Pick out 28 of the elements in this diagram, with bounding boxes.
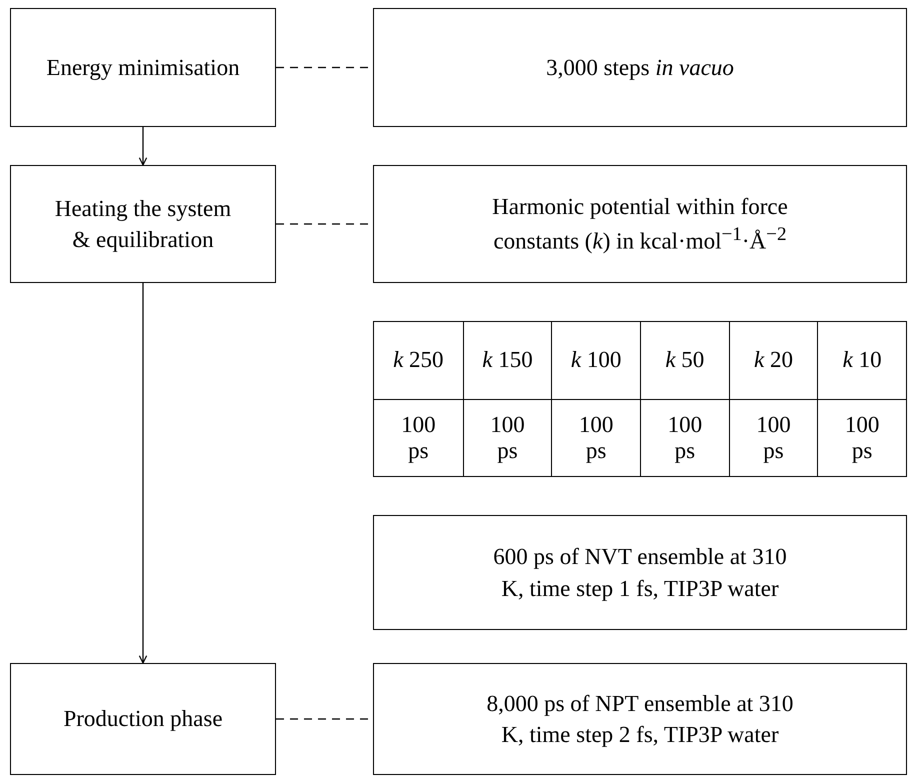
table-cell-text: 100 ps bbox=[578, 412, 614, 464]
table-cell-text: k 100 bbox=[570, 347, 622, 374]
table-cell-text: k 50 bbox=[664, 347, 706, 374]
process-box bbox=[10, 165, 276, 283]
box-text: Energy minimisation bbox=[46, 54, 240, 82]
process-box bbox=[373, 515, 907, 630]
process-box bbox=[373, 663, 907, 775]
table-cell-text: k 250 bbox=[392, 347, 445, 374]
box-text: 3,000 steps in vacuo bbox=[546, 54, 734, 82]
table-cell-text: 100 ps bbox=[400, 412, 437, 464]
table-cell-text: k 20 bbox=[753, 347, 794, 374]
box-text: 600 ps of NVT ensemble at 310 K, time step 1 fs, TIP3P water bbox=[492, 543, 788, 603]
box-text: Heating the system & equilibration bbox=[54, 194, 232, 254]
process-box bbox=[10, 8, 276, 127]
table-cell-text: k 150 bbox=[481, 347, 534, 374]
process-box bbox=[10, 663, 276, 775]
table-cell-text: 100 ps bbox=[489, 412, 526, 464]
box-text: 8,000 ps of NPT ensemble at 310 K, time step 2 fs, TIP3P water bbox=[486, 690, 794, 749]
process-box bbox=[373, 165, 907, 283]
table-cell-text: 100 ps bbox=[844, 412, 880, 464]
table-cell-text: 100 ps bbox=[755, 412, 792, 464]
box-text: Production phase bbox=[63, 705, 223, 734]
table-cell-text: 100 ps bbox=[666, 412, 704, 464]
arrow bbox=[138, 283, 148, 664]
arrow bbox=[138, 127, 148, 166]
table-cell-text: k 10 bbox=[842, 347, 883, 374]
process-box bbox=[373, 8, 907, 127]
box-text: Harmonic potential within force constants (k) in kcal·mol$^{−1}$·Å$^{−2}$ bbox=[491, 193, 789, 256]
